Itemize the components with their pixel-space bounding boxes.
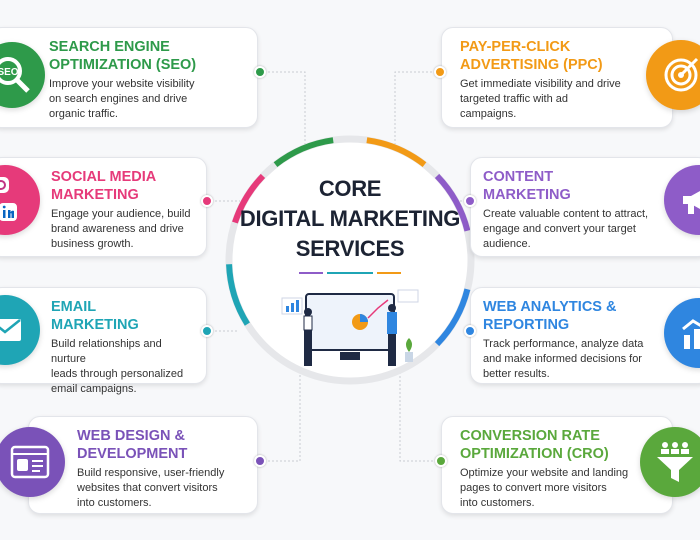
connector-dot xyxy=(464,195,476,207)
service-description: Engage your audience, build brand awaren… xyxy=(51,208,191,250)
service-card: Conversion Rate Optimization (CRO) Optimi… xyxy=(441,416,673,514)
service-card: Web Analytics & ReportingTrack performan… xyxy=(470,287,700,384)
connector-dot xyxy=(201,325,213,337)
service-description: Build relationships and nurture leads th… xyxy=(51,338,184,395)
connector-dot xyxy=(464,325,476,337)
service-title: Conversion Rate Optimization (CRO) xyxy=(460,428,609,462)
target-icon xyxy=(646,40,700,110)
service-description: Create valuable content to attract, enga… xyxy=(483,208,649,250)
service-description: Build responsive, user-friendly websites… xyxy=(77,467,225,509)
connector-dot xyxy=(434,66,446,78)
browser-window-icon xyxy=(0,427,65,497)
service-description: Get immediate visibility and drive targe… xyxy=(460,78,621,120)
funnel-icon xyxy=(640,427,700,497)
ring-arc-segment xyxy=(434,288,471,347)
connector-dot xyxy=(254,455,266,467)
center-illustration xyxy=(281,289,419,366)
service-title: Content Marketing xyxy=(483,169,571,203)
service-description: Optimize your website and landing pages … xyxy=(460,467,629,509)
service-title: Social Media Marketing xyxy=(51,169,157,203)
center-circle xyxy=(225,135,475,385)
service-description: Track performance, analyze data and make… xyxy=(483,338,644,380)
connector-lines xyxy=(207,71,470,462)
connector-dot xyxy=(435,455,447,467)
ring-arc-segment xyxy=(366,137,427,168)
service-card: Web Design & DevelopmentBuild responsive… xyxy=(28,416,258,514)
connector-dot xyxy=(254,66,266,78)
ring-arc-segment xyxy=(434,173,471,232)
service-card: Pay-Per-Click Advertising (PPC) Get immed… xyxy=(441,27,673,128)
seo-icon-text: SEO xyxy=(0,67,19,78)
ring-arc-segment xyxy=(226,264,250,326)
ring-arc-segment xyxy=(273,137,334,168)
service-title: Pay-Per-Click Advertising (PPC) xyxy=(460,39,603,73)
ring-arc-segment xyxy=(232,173,266,224)
service-card: Content MarketingCreate valuable content… xyxy=(470,157,700,257)
service-title: Web Analytics & Reporting xyxy=(483,299,617,333)
center-title: CORE DIGITAL MARKETING SERVICES xyxy=(239,176,461,261)
title-underline xyxy=(236,272,464,274)
service-description: Improve your website visibility on searc… xyxy=(49,78,195,120)
service-title: Web Design & Development xyxy=(77,428,188,462)
service-title: Email Marketing xyxy=(51,299,139,333)
center-title-circle: CORE DIGITAL MARKETING SERVICES xyxy=(236,142,464,378)
service-title: Search Engine Optimization (SEO) xyxy=(49,39,197,73)
connector-dot xyxy=(201,195,213,207)
